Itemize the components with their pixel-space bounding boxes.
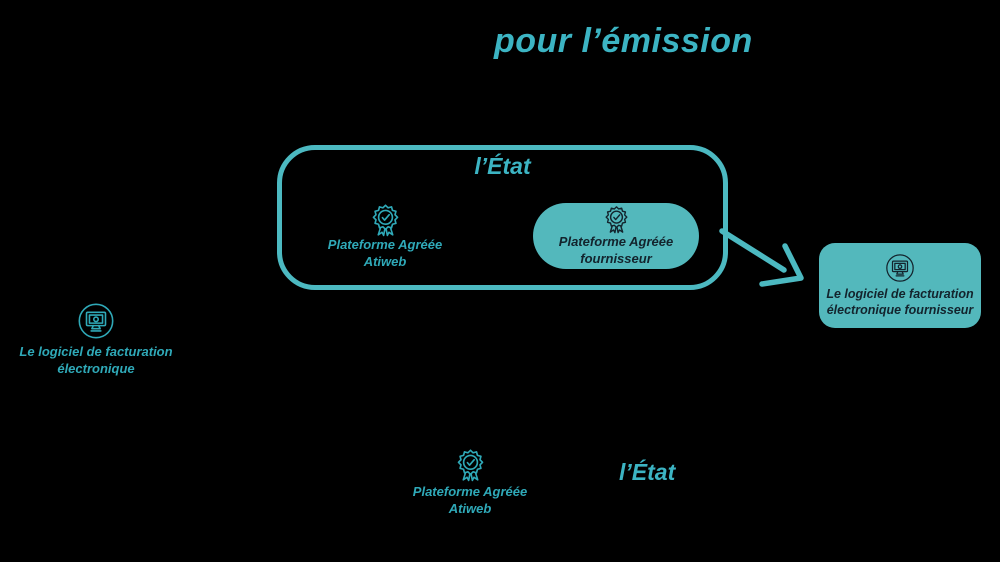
platform-fournisseur-pill: Plateforme Agréée fournisseur (533, 203, 699, 269)
bottom-platform-item: Plateforme Agréée Atiweb (390, 447, 550, 518)
invoice-monitor-icon (885, 253, 915, 283)
item-label: Le logiciel de facturation électronique (19, 344, 173, 376)
etat-label: l’État (619, 459, 676, 485)
supplier-software-card: Le logiciel de facturation électronique … (819, 243, 981, 328)
etat-group-box: l’État Plateforme Agréée Atiweb Platefor… (277, 145, 728, 290)
item-label: Plateforme Agréée Atiweb (327, 237, 443, 269)
award-badge-icon (371, 202, 400, 237)
invoice-monitor-icon (77, 302, 115, 340)
platform-atiweb-item: Plateforme Agréée Atiweb (315, 202, 455, 271)
left-software-item: Le logiciel de facturation électronique (14, 302, 178, 378)
item-label: Le logiciel de facturation électronique … (826, 286, 974, 317)
award-badge-icon (604, 204, 629, 234)
award-badge-icon (456, 447, 485, 482)
etat-box-title: l’État (474, 153, 531, 179)
item-label: Plateforme Agréée Atiweb (412, 484, 528, 516)
item-label: Plateforme Agréée fournisseur (558, 234, 674, 266)
page-title: pour l’émission (494, 22, 753, 60)
